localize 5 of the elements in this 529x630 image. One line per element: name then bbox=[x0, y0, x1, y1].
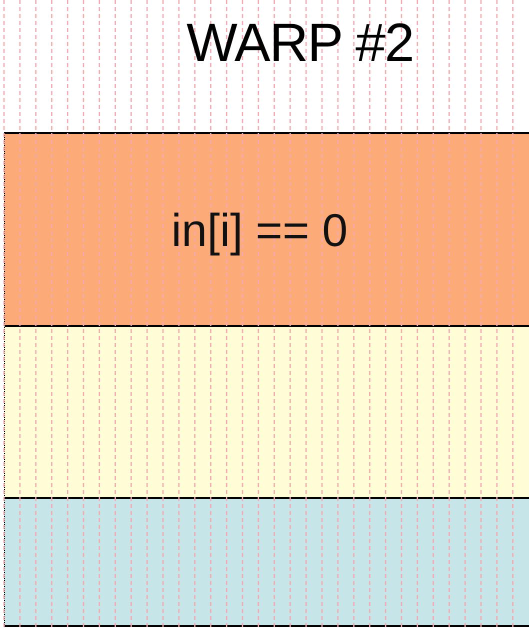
title: WARP #2 bbox=[185, 12, 415, 75]
colored-band bbox=[4, 497, 529, 627]
band-label: in[i] == 0 bbox=[170, 203, 349, 257]
colored-band bbox=[4, 132, 529, 326]
colored-band bbox=[4, 325, 529, 498]
